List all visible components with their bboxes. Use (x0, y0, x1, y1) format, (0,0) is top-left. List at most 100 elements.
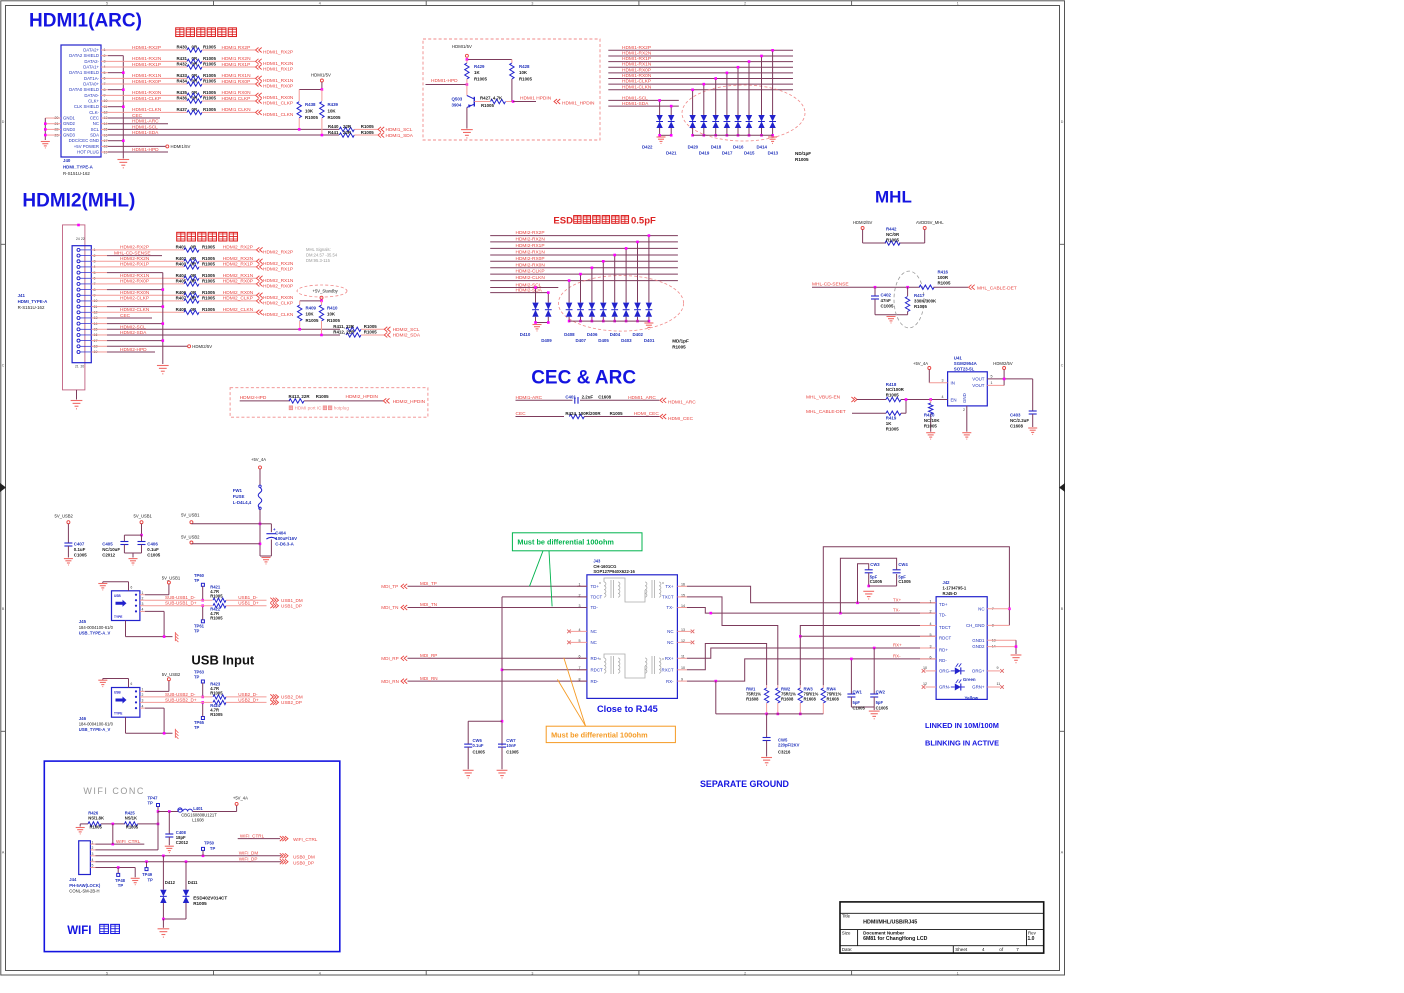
svg-text:R1005: R1005 (202, 290, 215, 295)
svg-text:R1005: R1005 (364, 324, 377, 329)
svg-text:0R: 0R (192, 96, 198, 101)
svg-text:5: 5 (579, 639, 581, 643)
svg-text:hotplug: hotplug (334, 406, 350, 411)
svg-text:SUB-USB2_D-: SUB-USB2_D- (165, 692, 196, 697)
svg-text:NC: NC (591, 640, 597, 645)
svg-text:10: 10 (923, 666, 927, 670)
svg-text:WIFI_CTRL: WIFI_CTRL (293, 837, 318, 842)
svg-text:R1005: R1005 (203, 96, 216, 101)
svg-text:C405: C405 (102, 542, 113, 547)
svg-text:C2012: C2012 (102, 553, 115, 558)
svg-text:GND1: GND1 (972, 638, 985, 643)
svg-text:R1005: R1005 (193, 901, 207, 906)
svg-text:R1005: R1005 (210, 594, 223, 599)
svg-text:75R/1%: 75R/1% (827, 692, 842, 697)
svg-text:12: 12 (681, 639, 685, 643)
svg-text:R441: R441 (328, 130, 339, 135)
svg-text:TD-: TD- (591, 605, 599, 610)
svg-text:4: 4 (92, 858, 94, 862)
svg-text:15: 15 (681, 593, 685, 597)
svg-text:WIFI_CTRL: WIFI_CTRL (116, 839, 141, 844)
svg-text:EN: EN (951, 398, 957, 403)
svg-text:0R: 0R (191, 290, 197, 295)
svg-text:R1005: R1005 (327, 318, 340, 323)
svg-text:R1005: R1005 (202, 262, 215, 267)
svg-text:D420: D420 (688, 145, 699, 150)
svg-text:C407: C407 (74, 542, 85, 547)
svg-text:MHL: MHL (875, 188, 912, 207)
svg-text:D406: D406 (587, 332, 598, 337)
svg-text:R1005: R1005 (886, 238, 899, 243)
svg-text:HDMI2/5V: HDMI2/5V (993, 361, 1013, 366)
svg-text:Must be differential 100ohm: Must be differential 100ohm (551, 731, 648, 740)
svg-text:TD+: TD+ (591, 584, 600, 589)
svg-text:4: 4 (142, 608, 144, 612)
svg-text:J41: J41 (18, 293, 26, 298)
svg-text:CW4: CW4 (898, 562, 908, 567)
svg-text:NC: NC (667, 640, 673, 645)
svg-text:0R: 0R (191, 245, 197, 250)
svg-text:HDMI2-SDA: HDMI2-SDA (120, 330, 147, 336)
svg-text:HDMI1_SCL: HDMI1_SCL (386, 127, 413, 133)
svg-text:MHL_VBUS-EN: MHL_VBUS-EN (806, 395, 841, 401)
svg-text:HDMI1_ARC: HDMI1_ARC (628, 395, 656, 401)
svg-text:D: D (2, 120, 5, 124)
svg-text:MDI_RN: MDI_RN (420, 676, 438, 681)
svg-text:14: 14 (681, 604, 685, 608)
svg-text:5V_USB2: 5V_USB2 (162, 672, 181, 677)
svg-text:R430: R430 (177, 45, 188, 50)
svg-text:MDI_RP: MDI_RP (381, 656, 398, 661)
svg-text:C1005: C1005 (881, 304, 894, 309)
svg-text:5V_USB2: 5V_USB2 (55, 513, 74, 518)
svg-text:75R/1%: 75R/1% (804, 692, 819, 697)
svg-text:FUSE: FUSE (233, 494, 245, 499)
svg-text:HDMI1 RX0P: HDMI1 RX0P (222, 79, 251, 85)
svg-text:22R: 22R (343, 124, 352, 129)
svg-text:R1005: R1005 (210, 615, 223, 620)
svg-text:ND/1pF: ND/1pF (795, 151, 811, 156)
svg-text:HDMI1-RX2N: HDMI1-RX2N (622, 50, 652, 56)
svg-text:R429: R429 (474, 64, 485, 69)
svg-text:R1005: R1005 (316, 394, 329, 399)
svg-text:R1005: R1005 (202, 279, 215, 284)
svg-text:USB1_D+: USB1_D+ (238, 601, 259, 606)
svg-text:CEC: CEC (90, 116, 99, 121)
svg-text:HDMI2-RX2N: HDMI2-RX2N (516, 236, 546, 242)
svg-text:6: 6 (930, 655, 932, 659)
svg-text:R1005: R1005 (203, 90, 216, 95)
svg-text:TP: TP (118, 883, 124, 888)
svg-text:L1608: L1608 (192, 818, 204, 823)
svg-text:0.1uF: 0.1uF (74, 547, 86, 552)
svg-text:1: 1 (142, 688, 144, 692)
svg-text:3: 3 (531, 971, 533, 975)
svg-text:+5V_4A: +5V_4A (251, 457, 266, 462)
svg-text:Must be differential 100ohm: Must be differential 100ohm (517, 538, 614, 547)
svg-text:SDA: SDA (90, 133, 99, 138)
svg-text:SCL: SCL (91, 127, 100, 132)
svg-text:R1005: R1005 (202, 296, 215, 301)
svg-text:R438: R438 (305, 102, 316, 107)
svg-text:HDMI2_CLKN: HDMI2_CLKN (223, 307, 254, 313)
svg-text:DATA2+: DATA2+ (83, 48, 99, 53)
svg-text:HDMI2-CLKN: HDMI2-CLKN (516, 275, 546, 281)
svg-text:0R: 0R (192, 79, 198, 84)
svg-text:CLK-: CLK- (89, 110, 99, 115)
svg-text:CW5: CW5 (778, 738, 788, 743)
svg-text:R434: R434 (177, 79, 188, 84)
svg-text:HDMI1 RX0N: HDMI1 RX0N (222, 90, 252, 96)
svg-text:0R: 0R (192, 90, 198, 95)
svg-text:HDMI1/5V: HDMI1/5V (452, 44, 472, 49)
svg-text:C402: C402 (881, 293, 892, 298)
svg-text:TP: TP (194, 628, 200, 633)
svg-text:HDMI2_RX2N: HDMI2_RX2N (263, 261, 294, 267)
svg-text:NC: NC (978, 606, 984, 611)
svg-text:HDMI1-CLKN: HDMI1-CLKN (622, 84, 652, 90)
svg-text:HDMI1_RX1N: HDMI1_RX1N (263, 78, 294, 84)
svg-text:USB Input: USB Input (191, 653, 254, 668)
svg-text:A: A (1061, 851, 1064, 855)
svg-text:SGM2954A: SGM2954A (954, 361, 978, 366)
svg-text:D401: D401 (644, 338, 655, 343)
svg-text:D408: D408 (564, 332, 575, 337)
svg-text:Rev: Rev (1028, 930, 1037, 935)
svg-text:4.7R: 4.7R (210, 686, 219, 691)
